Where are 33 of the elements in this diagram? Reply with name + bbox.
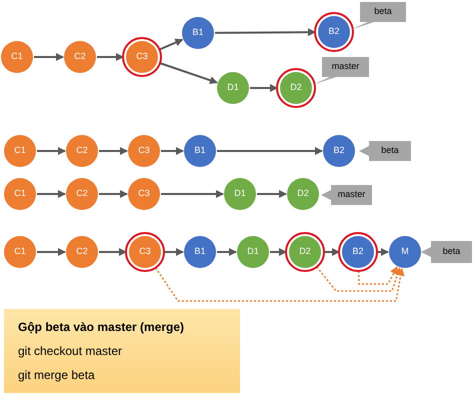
arrow — [34, 53, 64, 61]
merge-arrow — [155, 267, 405, 302]
arrow — [250, 84, 278, 92]
arrow — [159, 38, 184, 50]
arrow — [377, 248, 389, 256]
arrow — [324, 248, 340, 256]
branch-tag: beta — [421, 241, 472, 263]
arrow — [257, 190, 287, 198]
arrow — [215, 28, 316, 36]
note-card — [4, 309, 240, 393]
note-heading: Gộp beta vào master (merge) — [18, 319, 186, 336]
arrow — [161, 190, 224, 198]
arrow — [97, 53, 124, 61]
arrow — [160, 62, 218, 84]
merge-arrow — [316, 266, 402, 292]
branch-tag: beta — [350, 2, 406, 30]
arrow — [99, 248, 127, 256]
git-command: git checkout master — [18, 343, 124, 360]
arrow — [164, 248, 184, 256]
arrow — [37, 190, 66, 198]
arrow — [99, 190, 128, 198]
arrow — [217, 248, 237, 256]
arrow — [99, 147, 128, 155]
arrow — [37, 147, 66, 155]
merge-arrow — [358, 266, 398, 285]
branch-tag: master — [321, 185, 372, 205]
arrow — [270, 248, 287, 256]
git-command: git merge beta — [18, 367, 96, 384]
branch-tag: master — [312, 57, 369, 85]
arrow — [37, 248, 66, 256]
arrow — [217, 147, 323, 155]
branch-tag: beta — [359, 141, 411, 161]
arrow — [161, 147, 184, 155]
